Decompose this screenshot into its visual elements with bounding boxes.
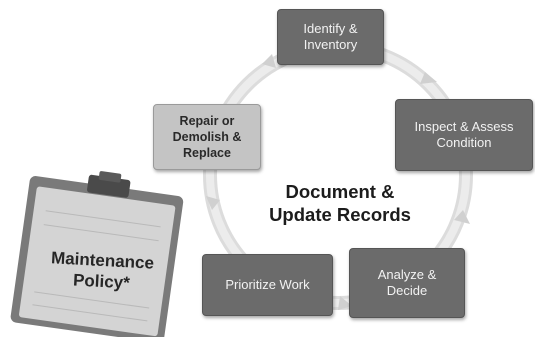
center-title: Document & Update Records	[250, 180, 430, 226]
step-label: Identify & Inventory	[303, 21, 358, 52]
cycle-arrow-icon	[420, 72, 437, 84]
cycle-arrow-icon	[454, 210, 470, 224]
step-repair-replace: Repair or Demolish & Replace	[153, 104, 261, 170]
step-prioritize-work: Prioritize Work	[202, 254, 333, 316]
step-inspect-assess: Inspect & Assess Condition	[395, 99, 533, 171]
clipboard-icon	[10, 171, 184, 337]
step-label: Prioritize Work	[225, 277, 310, 292]
step-label: Analyze & Decide	[377, 267, 437, 298]
step-identify-inventory: Identify & Inventory	[277, 9, 384, 65]
step-label: Repair or Demolish & Replace	[172, 114, 242, 160]
cycle-arrow-icon	[338, 296, 352, 310]
center-title-line1: Document &	[285, 181, 395, 202]
cycle-arrow-icon	[262, 54, 276, 68]
cycle-arrow-icon	[206, 196, 220, 210]
step-label: Inspect & Assess Condition	[414, 119, 514, 150]
center-title-line2: Update Records	[269, 204, 411, 225]
step-analyze-decide: Analyze & Decide	[349, 248, 465, 318]
clipboard-label: Maintenance Policy*	[21, 246, 183, 296]
